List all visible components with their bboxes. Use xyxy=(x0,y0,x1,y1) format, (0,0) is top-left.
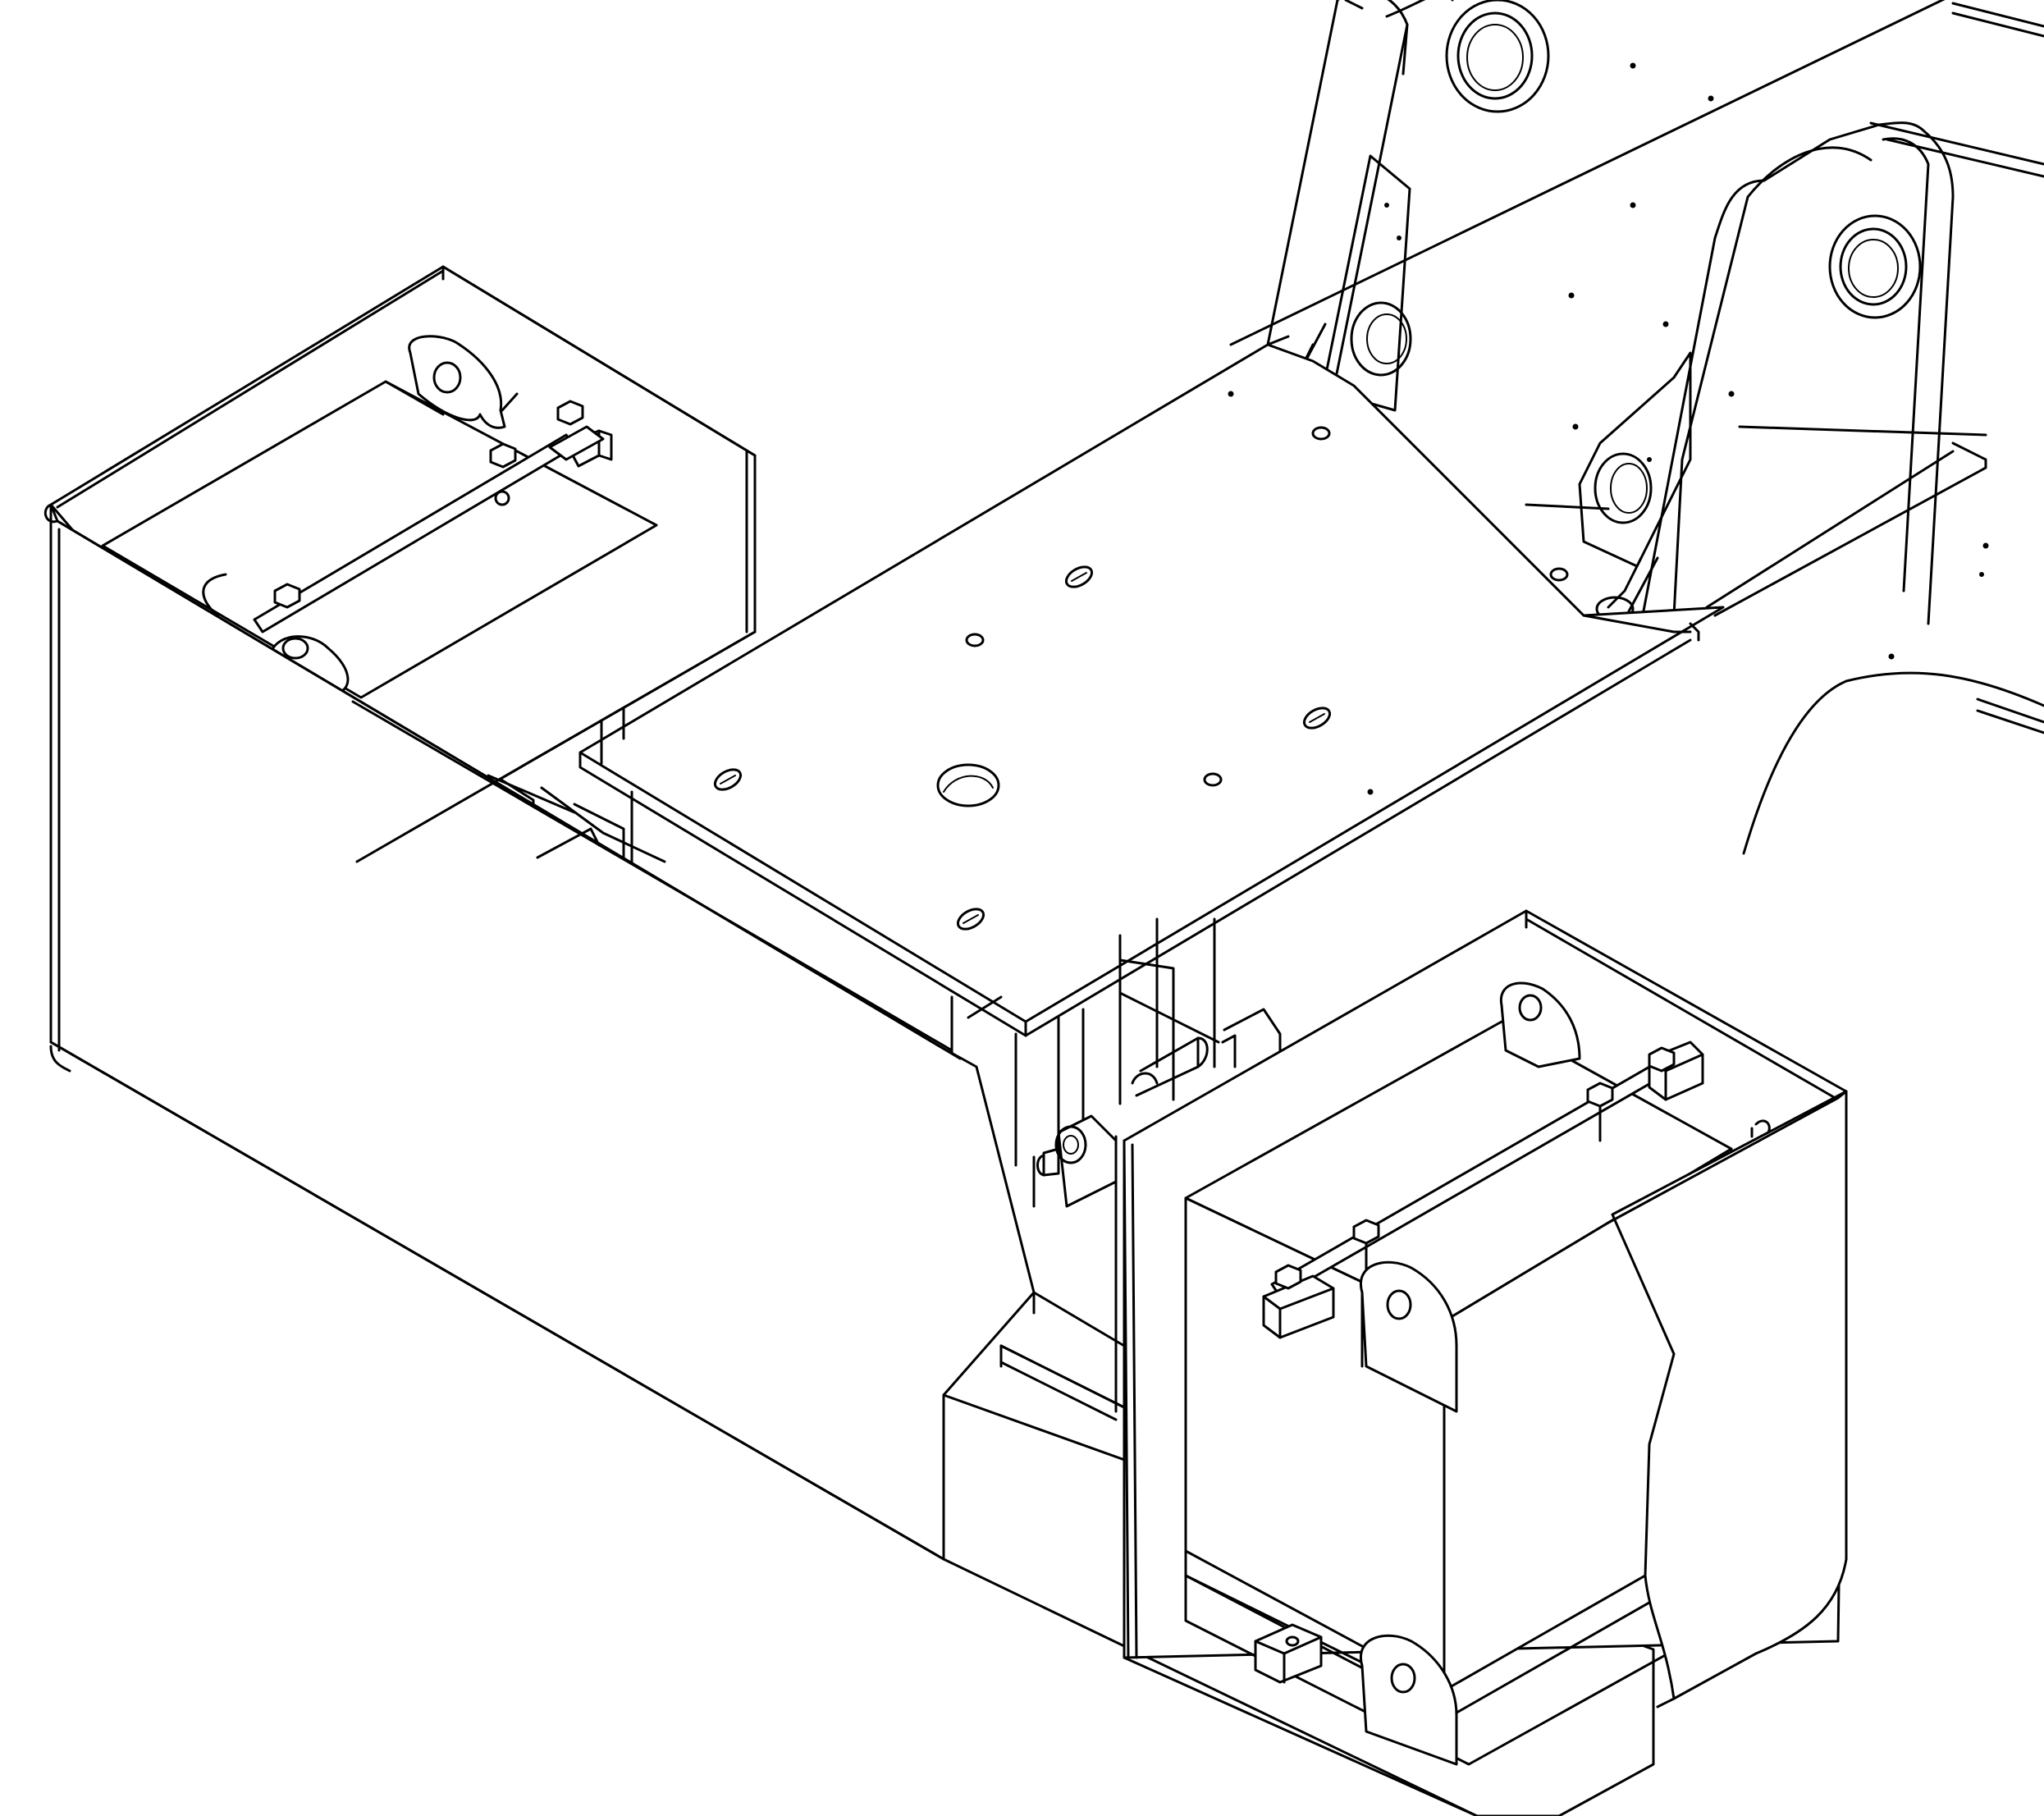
rear-lug-right xyxy=(1525,121,1987,625)
center-plate xyxy=(999,1135,1126,1413)
rear-frame xyxy=(1229,0,2044,855)
battery-box-right xyxy=(942,909,1848,1816)
center-structure xyxy=(487,700,1282,1421)
deck-plate xyxy=(578,335,1725,1270)
rear-lug-left xyxy=(1260,0,1550,421)
